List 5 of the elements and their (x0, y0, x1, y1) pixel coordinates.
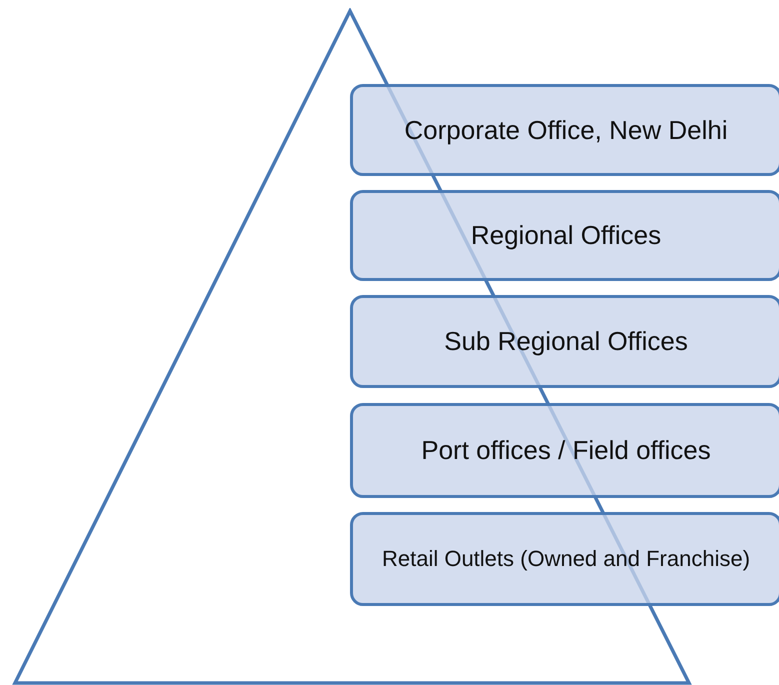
level-box: Corporate Office, New Delhi (350, 84, 779, 176)
level-box: Retail Outlets (Owned and Franchise) (350, 512, 779, 606)
level-box: Regional Offices (350, 190, 779, 281)
level-box: Sub Regional Offices (350, 295, 779, 388)
level-box: Port offices / Field offices (350, 403, 779, 498)
